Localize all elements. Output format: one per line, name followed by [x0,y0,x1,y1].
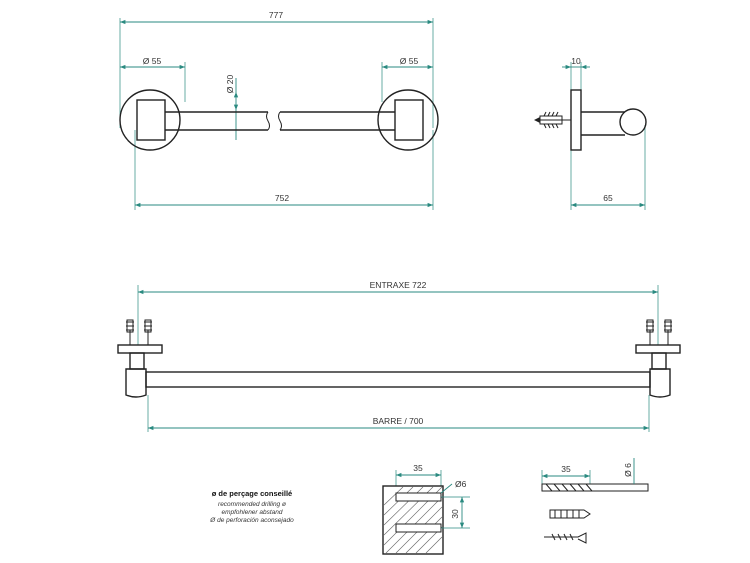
dim-left-rosette-label: Ø 55 [143,56,162,66]
wall-flange [570,89,582,151]
drill-hole-lower [395,523,442,533]
dim-entraxe-label: ENTRAXE 722 [370,280,427,290]
elevation-view: ENTRAXE 722 BARRE / 700 [117,280,681,432]
dim-bar-span-label: 752 [275,193,289,203]
left-bracket [136,99,166,141]
front-view: 777 Ø 55 Ø 55 Ø 20 752 [119,10,439,210]
drill-bit-icon [541,483,649,492]
dim-spacing-label: 30 [450,509,460,519]
dim-tube-label: Ø 20 [225,75,235,94]
left-mount [117,319,163,398]
left-rosette [119,89,181,151]
side-view: 10 65 [534,56,647,210]
break-left [266,111,270,131]
dim-barre-label: BARRE / 700 [373,416,424,426]
drill-block-view: 35 30 Ø6 [382,463,470,555]
hardware-view: 35 Ø 6 [541,458,649,544]
right-rosette [377,89,439,151]
dim-bit-diameter-label: Ø 6 [623,463,633,477]
break-right [278,111,282,131]
dim-depth-label: 65 [603,193,613,203]
towel-bar [145,371,651,388]
legend-line-de: empfohlener abstand [221,509,282,516]
wall-plug-icon [549,509,591,519]
dim-flange-label: 10 [571,56,581,66]
legend-line-en: recommended drilling ø [218,501,286,508]
drilling-legend: ø de perçage conseillé recommended drill… [209,489,294,524]
legend-line-es: Ø de perforación aconsejado [209,517,294,524]
drill-hole-upper [395,492,442,502]
legend-title: ø de perçage conseillé [212,489,292,498]
wall-block [382,485,444,555]
wall-screw-icon [534,111,571,129]
screw-icon [544,532,587,544]
dim-right-rosette-label: Ø 55 [400,56,419,66]
dim-block-depth-label: 35 [413,463,423,473]
dim-bit-depth-label: 35 [561,464,571,474]
dim-block-diameter-label: Ø6 [455,479,467,489]
tube-section [619,108,647,136]
dim-overall-label: 777 [269,10,283,20]
right-mount [635,319,681,398]
right-bracket [394,99,424,141]
